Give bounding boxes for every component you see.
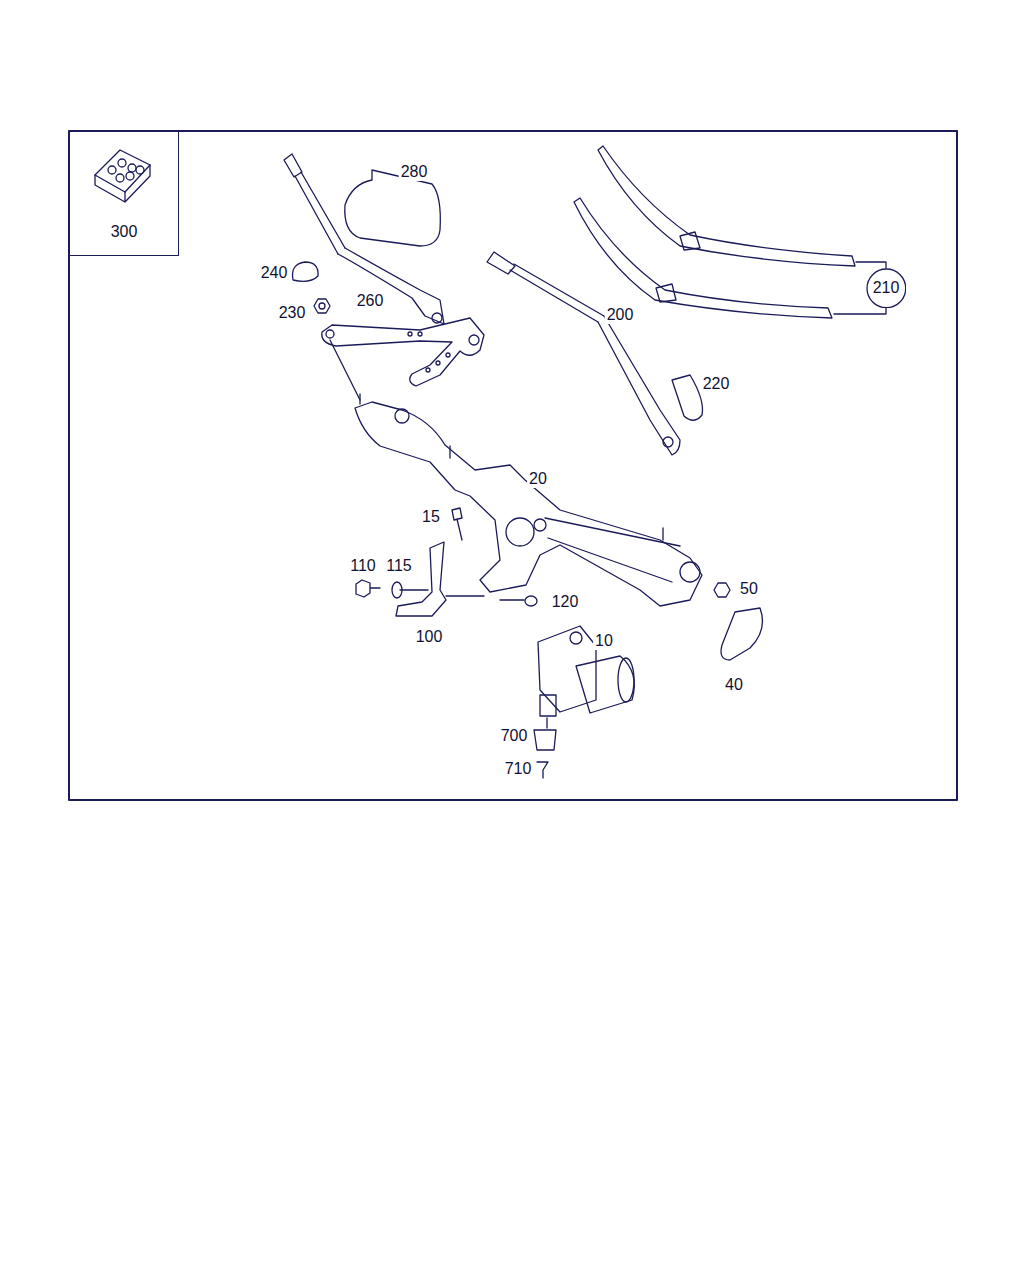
bolt	[452, 508, 462, 540]
callout-number: 230	[277, 304, 308, 322]
connector-icon	[95, 150, 150, 202]
wiper-arm-left	[284, 154, 444, 324]
circle-outline	[867, 269, 906, 308]
linkage	[322, 318, 484, 400]
wiper-blades	[574, 146, 855, 318]
nut	[714, 583, 730, 597]
callout-number: 40	[723, 676, 745, 694]
callout-number: 710	[503, 760, 534, 778]
wiper-motor	[538, 626, 634, 716]
callout-number: 280	[399, 163, 430, 181]
cover	[345, 170, 441, 246]
callout-number: 210	[873, 279, 900, 297]
callout-circle: 210	[866, 268, 907, 309]
callout-number: 100	[414, 628, 445, 646]
wiper-linkage-frame	[355, 394, 702, 606]
plug	[534, 730, 556, 750]
cap	[672, 375, 703, 420]
nut	[314, 299, 330, 313]
cover	[721, 608, 762, 660]
callout-number: 700	[499, 727, 530, 745]
inset-box: 300	[69, 131, 179, 256]
leader-line	[400, 590, 484, 596]
frame	[69, 131, 957, 800]
washer	[525, 596, 537, 606]
callout-number: 260	[355, 292, 386, 310]
callout-number: 15	[420, 508, 442, 526]
wiper-arm-right	[487, 252, 680, 455]
leader-line	[500, 599, 524, 600]
callout-number: 10	[593, 632, 615, 650]
callout-number: 220	[701, 375, 732, 393]
callout-number: 115	[384, 557, 414, 575]
callout-number: 200	[605, 306, 636, 324]
callout-number: 300	[111, 223, 138, 241]
callout-number: 240	[259, 264, 290, 282]
pin	[537, 762, 548, 778]
cap	[293, 262, 319, 281]
bracket	[396, 542, 446, 616]
callout-number: 20	[527, 470, 549, 488]
callout-number: 110	[348, 557, 378, 575]
callout-number: 50	[738, 580, 760, 598]
bolt	[356, 580, 380, 597]
leader-line	[546, 718, 547, 728]
callout-number: 120	[550, 593, 581, 611]
